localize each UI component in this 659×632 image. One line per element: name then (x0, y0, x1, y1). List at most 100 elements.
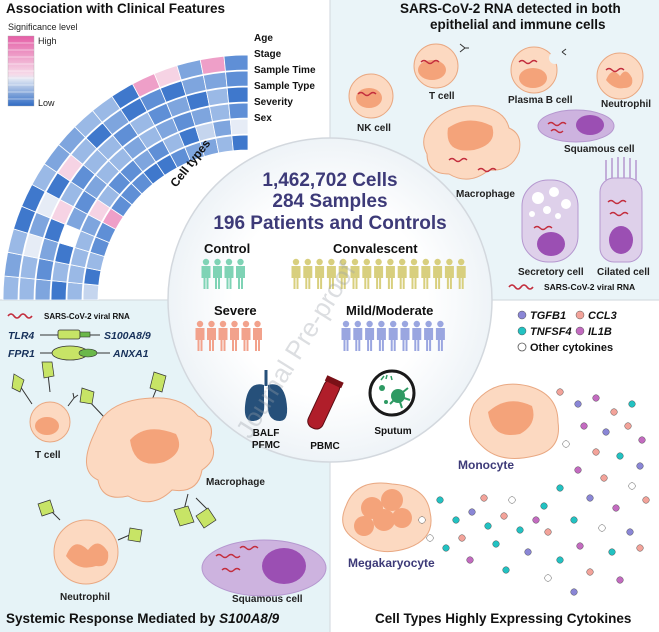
squamous-cell-bl: Squamous cell (201, 539, 327, 605)
svg-text:T cell: T cell (35, 450, 61, 461)
person-mild (400, 320, 410, 351)
cytokine-dot (418, 516, 426, 524)
clinical-heatmap (2, 54, 249, 300)
svg-text:NK cell: NK cell (357, 123, 391, 134)
heatmap-cell (66, 281, 84, 300)
systemic-panel: SARS-CoV-2 viral RNA TLR4 S100A8/9 FPR1 … (7, 312, 327, 605)
person-convalescent (350, 258, 360, 289)
cytokine-dot (624, 422, 632, 430)
cytokine-dot (556, 556, 564, 564)
cytokine-dot (544, 528, 552, 536)
person-severe (207, 320, 216, 351)
center-summary: 1,462,702 Cells 284 Samples 196 Patients… (167, 137, 493, 463)
heatmap-cell (226, 86, 249, 104)
cytokine-dot (608, 548, 616, 556)
cytokine-dot (556, 388, 564, 396)
svg-text:TNFSF4: TNFSF4 (530, 326, 572, 338)
cytokine-dot (468, 508, 476, 516)
blood-tube-icon: PBMC (307, 375, 344, 452)
cytokine-dot (628, 400, 636, 408)
source-balf: BALF (253, 428, 280, 439)
person-severe (195, 320, 205, 351)
person-severe (230, 320, 239, 351)
lung-icon: BALF PFMC (244, 370, 288, 451)
svg-text:Monocyte: Monocyte (458, 458, 514, 472)
cytokine-dot (612, 504, 620, 512)
person-convalescent (433, 258, 443, 289)
person-control (213, 258, 222, 289)
svg-text:Squamous cell: Squamous cell (564, 144, 635, 155)
sputum-icon: Sputum (368, 369, 416, 437)
cytokine-dot (556, 484, 564, 492)
feature-sample-time: Sample Time (254, 65, 316, 76)
cytokine-dot (610, 408, 618, 416)
heatmap-cell (209, 103, 231, 122)
source-pfmc: PFMC (252, 440, 280, 451)
heatmap-cell (229, 118, 249, 136)
person-convalescent (326, 258, 336, 289)
person-mild (341, 320, 351, 351)
heatmap-cell (51, 261, 70, 283)
heatmap-cell (202, 71, 228, 91)
cytokine-dot (480, 494, 488, 502)
macrophage-bl: Macrophage (79, 371, 265, 529)
neutrophil-tr: Neutrophil (596, 52, 651, 110)
squamous-cell-tr: Squamous cell (537, 109, 635, 155)
svg-text:SARS-CoV-2 viral RNA: SARS-CoV-2 viral RNA (544, 282, 635, 292)
secretory-cell: Secretory cell (518, 179, 584, 278)
cytokine-dot (500, 512, 508, 520)
cytokine-dot (570, 588, 578, 596)
cytokine-dot (616, 576, 624, 584)
cytokine-dot (642, 496, 650, 504)
source-sputum: Sputum (374, 426, 411, 437)
group-control: Control (204, 241, 250, 256)
heatmap-cell (205, 87, 230, 107)
heatmap-feature-labels: Age Stage Sample Time Sample Type Severi… (254, 33, 316, 124)
svg-text:Macrophage: Macrophage (456, 189, 515, 200)
cytokine-dot (484, 522, 492, 530)
cytokine-dot (598, 524, 606, 532)
cytokine-dot (544, 574, 552, 582)
cytokine-dot (524, 548, 532, 556)
cytokine-dot (458, 534, 466, 542)
cytokine-dot (574, 400, 582, 408)
svg-text:Secretory cell: Secretory cell (518, 267, 584, 278)
svg-text:Neutrophil: Neutrophil (601, 99, 651, 110)
feature-sample-type: Sample Type (254, 81, 315, 92)
person-severe (218, 320, 228, 351)
svg-text:CCL3: CCL3 (588, 310, 617, 322)
cytokine-dot (502, 566, 510, 574)
legend-low: Low (38, 98, 55, 108)
svg-text:IL1B: IL1B (588, 326, 612, 338)
cytokine-dot (628, 482, 636, 490)
macrophage-tr: Macrophage (423, 105, 521, 200)
group-convalescent: Convalescent (333, 241, 418, 256)
cytokine-dot (616, 452, 624, 460)
svg-text:FPR1: FPR1 (8, 348, 35, 360)
patients-count: 196 Patients and Controls (213, 213, 446, 234)
cytokine-dot (540, 502, 548, 510)
heatmap-cell (228, 102, 249, 120)
cytokine-dot (442, 544, 450, 552)
megakaryocyte: Megakaryocyte (342, 482, 435, 570)
t-cell: T cell (413, 43, 469, 102)
svg-text:TLR4: TLR4 (8, 330, 34, 342)
nk-cell: NK cell (348, 73, 394, 134)
heatmap-cell (215, 135, 234, 154)
person-mild (424, 320, 434, 351)
cytokine-dot (426, 534, 434, 542)
heatmap-cell (67, 264, 86, 285)
person-convalescent (444, 258, 454, 289)
monocyte: Monocyte (458, 383, 559, 472)
cytokine-dot (626, 528, 634, 536)
receptor-fpr1: FPR1 ANXA1 (8, 345, 149, 361)
heatmap-cell (82, 283, 100, 300)
svg-text:Other cytokines: Other cytokines (530, 342, 613, 354)
heatmap-cell (3, 251, 23, 278)
cytokine-dot (508, 496, 516, 504)
person-convalescent (456, 258, 466, 289)
svg-text:Cilated cell: Cilated cell (597, 267, 650, 278)
cytokine-dot (492, 540, 500, 548)
cytokine-dot (574, 466, 582, 474)
significance-legend: Significance level High Low (7, 22, 78, 108)
